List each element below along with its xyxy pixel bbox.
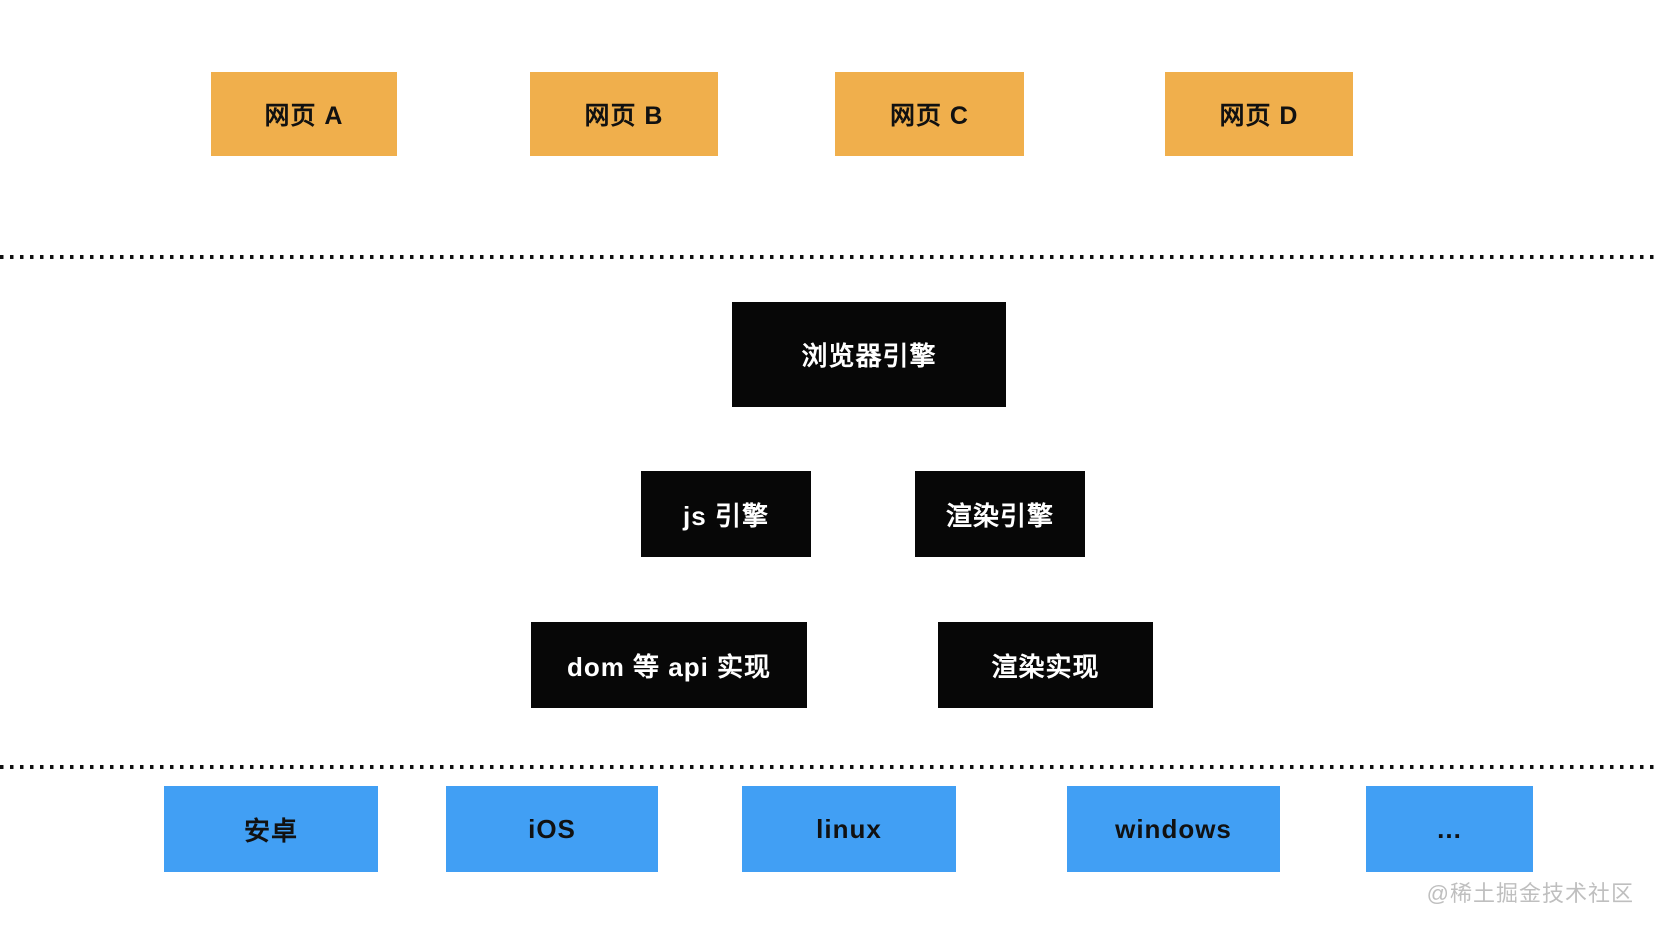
browser-engine-box: 浏览器引擎 [732,302,1006,407]
dom-api-impl-box: dom 等 api 实现 [531,622,807,708]
webpage-a-box: 网页 A [211,72,397,156]
render-impl-box: 渲染实现 [938,622,1153,708]
render-engine-box: 渲染引擎 [915,471,1085,557]
platform-windows-box: windows [1067,786,1280,872]
webpage-b-box: 网页 B [530,72,718,156]
js-engine-box: js 引擎 [641,471,811,557]
platform-linux-box: linux [742,786,956,872]
webpage-d-box: 网页 D [1165,72,1353,156]
platform-ios-box: iOS [446,786,658,872]
juejin-watermark: @稀土掘金技术社区 [1426,881,1634,906]
platform-android-box: 安卓 [164,786,378,872]
webpage-c-box: 网页 C [835,72,1024,156]
upper-dotted-separator [0,255,1656,259]
lower-dotted-separator [0,765,1656,769]
platform-ellipsis-box: ... [1366,786,1533,872]
